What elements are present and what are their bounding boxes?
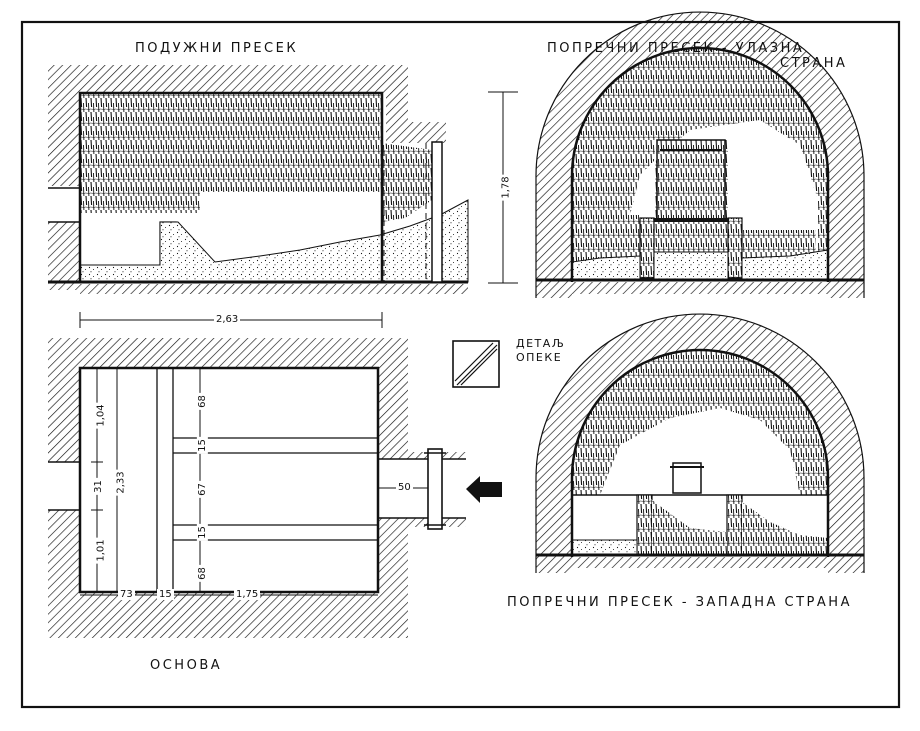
long-section-wedge: [382, 143, 432, 222]
title-brick-detail-line1: ДЕТАЉ: [516, 337, 566, 350]
west-vault-outline: [570, 348, 830, 557]
dim-plan-opening: 31: [92, 478, 104, 495]
entrance-left-pier: [639, 217, 655, 279]
dim-plan-wall: 15: [157, 589, 174, 600]
dim-bay-middle: 67: [196, 481, 208, 498]
dim-plan-total-width: 2,33: [115, 469, 127, 496]
long-section-opening: [200, 192, 382, 220]
dim-bay-top: 68: [196, 393, 208, 410]
long-section-outline: [78, 91, 384, 284]
entrance-arrow-icon: [466, 476, 502, 503]
title-cross-entrance-line1: ПОПРЕЧНИ ПРЕСЕК - УЛАЗНА: [547, 41, 805, 56]
dim-length: 2,63: [214, 314, 241, 325]
dim-plan-right-bay: 1,75: [234, 589, 261, 600]
entrance-vault-outline: [570, 46, 830, 282]
cross-section-west: [535, 313, 865, 573]
title-brick-detail-line2: ОПЕКЕ: [516, 351, 563, 364]
long-section-fill: [79, 199, 469, 283]
dim-door-width: 50: [396, 482, 413, 493]
long-section-door-post: [431, 141, 443, 283]
brick-detail-icon: [452, 340, 500, 388]
dim-rib-1: 15: [196, 437, 208, 454]
plan-door-frame: [427, 448, 443, 530]
title-cross-entrance-line2: СТРАНА: [780, 56, 848, 71]
long-section-wall: [48, 65, 446, 290]
sheet-border: [20, 20, 901, 709]
longitudinal-section: [48, 65, 518, 328]
plan-outline: [78, 366, 380, 594]
west-left-pier: [636, 494, 653, 556]
entrance-door-frame: [656, 139, 726, 221]
dim-plan-bottom-half: 1,01: [95, 537, 107, 564]
entrance-lintel: [654, 218, 728, 222]
dim-plan-top-half: 1,04: [95, 402, 107, 429]
cross-section-entrance: [535, 11, 865, 298]
dim-height: 1,78: [500, 174, 512, 201]
title-longitudinal-section: ПОДУЖНИ ПРЕСЕК: [135, 41, 299, 56]
title-cross-west: ПОПРЕЧНИ ПРЕСЕК - ЗАПАДНА СТРАНА: [507, 595, 852, 610]
long-section-base-hatch: [80, 284, 468, 294]
west-right-pier: [726, 494, 743, 556]
west-vault-masonry: [572, 350, 828, 495]
title-plan: ОСНОВА: [150, 658, 223, 673]
dim-rib-2: 15: [196, 524, 208, 541]
dim-plan-left-bay: 73: [118, 589, 135, 600]
entrance-vault-hatch: [536, 12, 864, 298]
entrance-right-pier: [727, 217, 743, 279]
dim-bay-bottom: 68: [196, 565, 208, 582]
